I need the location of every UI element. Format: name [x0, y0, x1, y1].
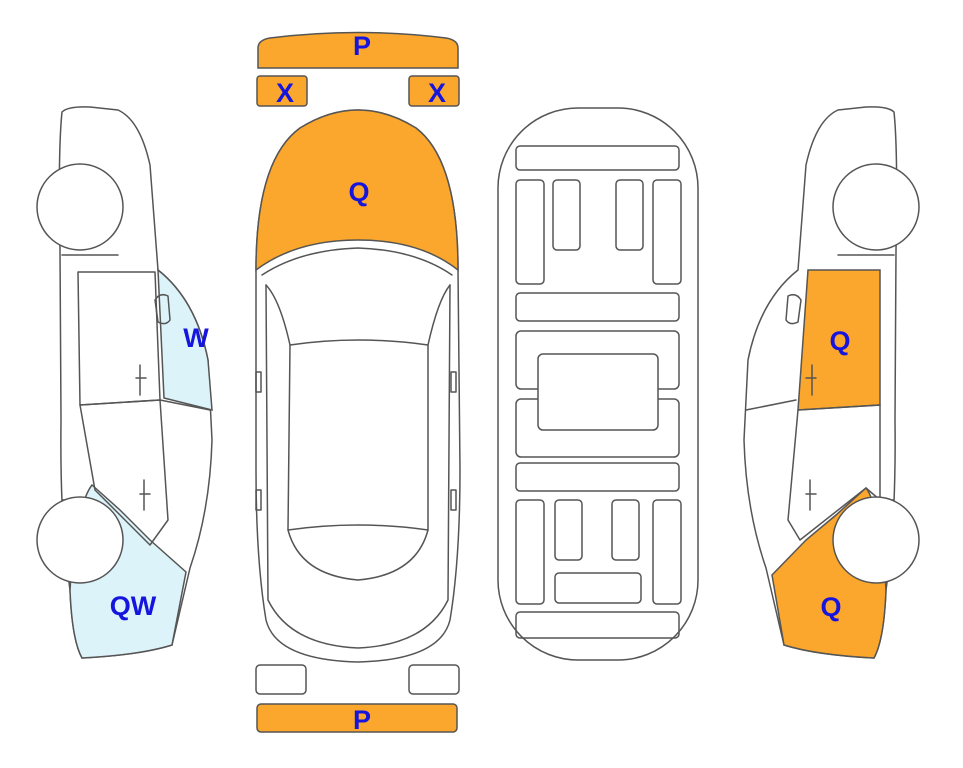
right-headlight-panel	[408, 75, 460, 107]
underbody-rear-left-box	[554, 499, 583, 561]
left-taillight-panel	[255, 664, 307, 695]
underbody-rear-right-box	[611, 499, 640, 561]
hood-label: Q	[348, 177, 369, 207]
left-side-window-label: W	[183, 323, 209, 353]
right-side-view	[743, 106, 920, 659]
right-rear-quarter-label: Q	[820, 592, 841, 622]
left-rear-handle	[139, 479, 151, 511]
underbody-rear-tank	[554, 572, 642, 604]
left-front-wheel	[36, 163, 124, 251]
underbody-front-right-box	[615, 179, 644, 251]
right-mirror	[785, 293, 802, 325]
windshield-top	[261, 247, 453, 276]
left-mirror-top	[255, 371, 262, 393]
windshield	[265, 284, 451, 346]
right-taillight-panel	[408, 664, 460, 695]
left-handle-top	[255, 489, 262, 511]
left-rear-quarter-label: QW	[110, 591, 157, 621]
right-front-wheel	[832, 163, 920, 251]
front-bumper-label: P	[353, 31, 371, 61]
underbody-front-left-rail	[515, 179, 545, 285]
underbody-center-panel	[537, 353, 659, 431]
left-side-view	[36, 106, 213, 659]
left-mirror	[154, 293, 171, 325]
underbody-front-bar	[515, 145, 680, 171]
left-rear-door	[79, 399, 169, 546]
left-side-window-panel	[157, 268, 213, 411]
right-pillar-line	[745, 399, 797, 411]
right-handle-top	[450, 489, 457, 511]
underbody-rear-left-rail	[515, 499, 545, 605]
underbody-crossmember-1	[515, 292, 680, 322]
underbody-front-right-rail	[652, 179, 682, 285]
roof	[287, 344, 429, 531]
left-rear-wheel	[36, 496, 124, 584]
right-rear-wheel	[832, 496, 920, 584]
rear-window	[287, 529, 429, 581]
left-headlight-panel	[256, 75, 308, 107]
underbody-view	[497, 107, 699, 661]
right-rear-handle	[805, 479, 817, 511]
rear-bumper-label: P	[353, 705, 371, 735]
right-rear-door	[787, 404, 881, 541]
front-bumper-panel	[257, 31, 459, 69]
underbody-rear-bar	[515, 611, 680, 639]
underbody-crossmember-2	[515, 462, 680, 492]
rear-bumper-panel	[256, 703, 458, 733]
left-front-handle	[135, 364, 147, 396]
hood-panel	[255, 109, 459, 272]
underbody-front-left-box	[552, 179, 581, 251]
body-inner-line	[265, 284, 451, 649]
left-headlight-label: X	[276, 78, 294, 108]
underbody-rear-right-rail	[652, 499, 682, 605]
right-front-door-label: Q	[829, 326, 850, 356]
top-view	[255, 31, 461, 733]
right-headlight-label: X	[428, 78, 446, 108]
right-mirror-top	[450, 371, 457, 393]
left-pillar-line	[159, 399, 211, 411]
damage-labels: P X X Q P W QW Q Q	[110, 31, 851, 735]
right-front-handle	[805, 364, 817, 396]
